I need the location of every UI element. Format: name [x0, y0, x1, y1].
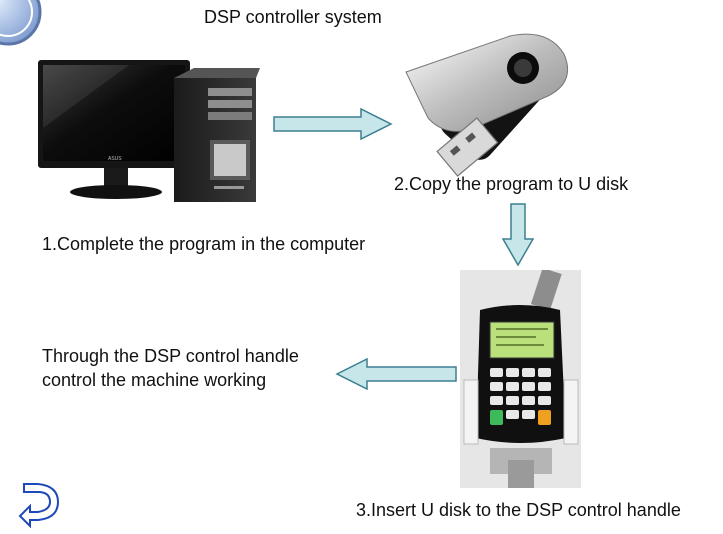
- arrow-left: [335, 358, 457, 390]
- computer-image: [34, 58, 264, 208]
- step-2-label: 2.Copy the program to U disk: [394, 174, 629, 194]
- arrow-right-1: [273, 108, 393, 140]
- monitor-brand-label: ASUS: [108, 156, 122, 162]
- page-title: DSP controller system: [204, 7, 382, 27]
- step-3-label: 3.Insert U disk to the DSP control handl…: [356, 500, 681, 520]
- step-4-label-line2: control the machine working: [42, 370, 267, 390]
- usb-drive-image: [398, 28, 583, 178]
- step-1-label: 1.Complete the program in the computer: [42, 234, 366, 254]
- dsp-handle-image: [460, 270, 581, 488]
- arrow-down: [502, 203, 534, 267]
- step-4-label-line1: Through the DSP control handle: [42, 346, 299, 366]
- back-arrow-icon[interactable]: [18, 478, 64, 528]
- corner-logo-icon: [0, 0, 42, 50]
